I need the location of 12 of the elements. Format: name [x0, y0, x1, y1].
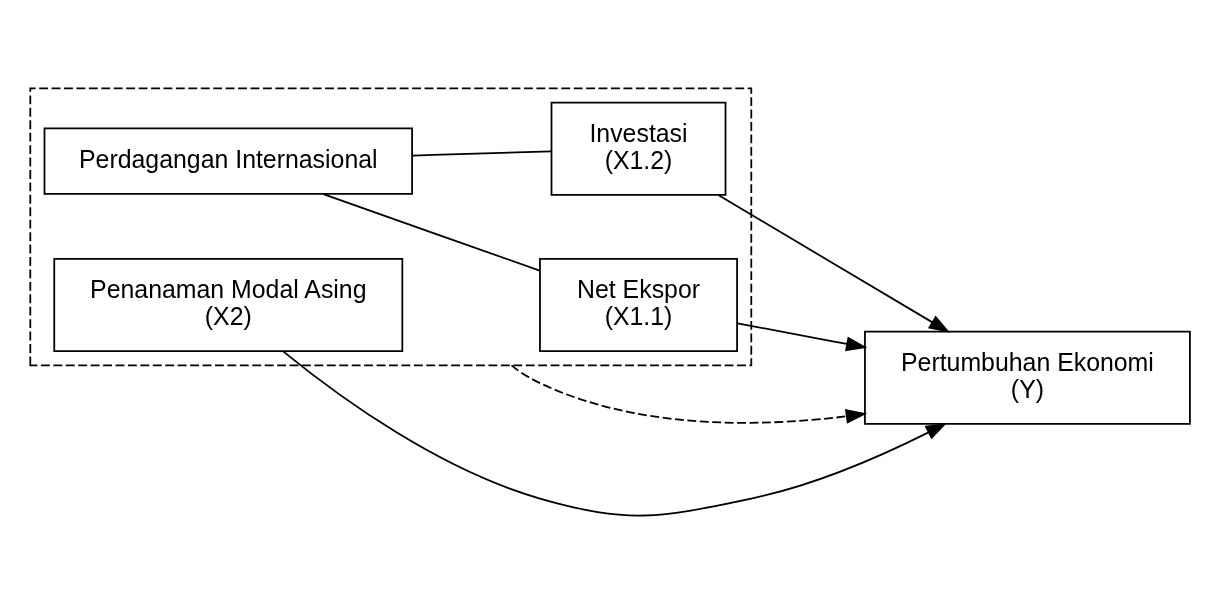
node-box: Perdagangan Internasional [43, 127, 413, 195]
connector [322, 193, 541, 272]
connector [411, 150, 553, 157]
arrow [736, 322, 868, 352]
node-box: Net Ekspor (X1.1) [539, 257, 738, 352]
arrow [717, 194, 951, 333]
arrow [282, 350, 947, 517]
node-box: Pertumbuhan Ekonomi (Y) [864, 330, 1191, 425]
cluster [29, 87, 753, 367]
arrow [510, 364, 868, 424]
node-box: Investasi (X1.2) [550, 101, 727, 196]
node-box: Penanaman Modal Asing (X2) [53, 257, 404, 352]
